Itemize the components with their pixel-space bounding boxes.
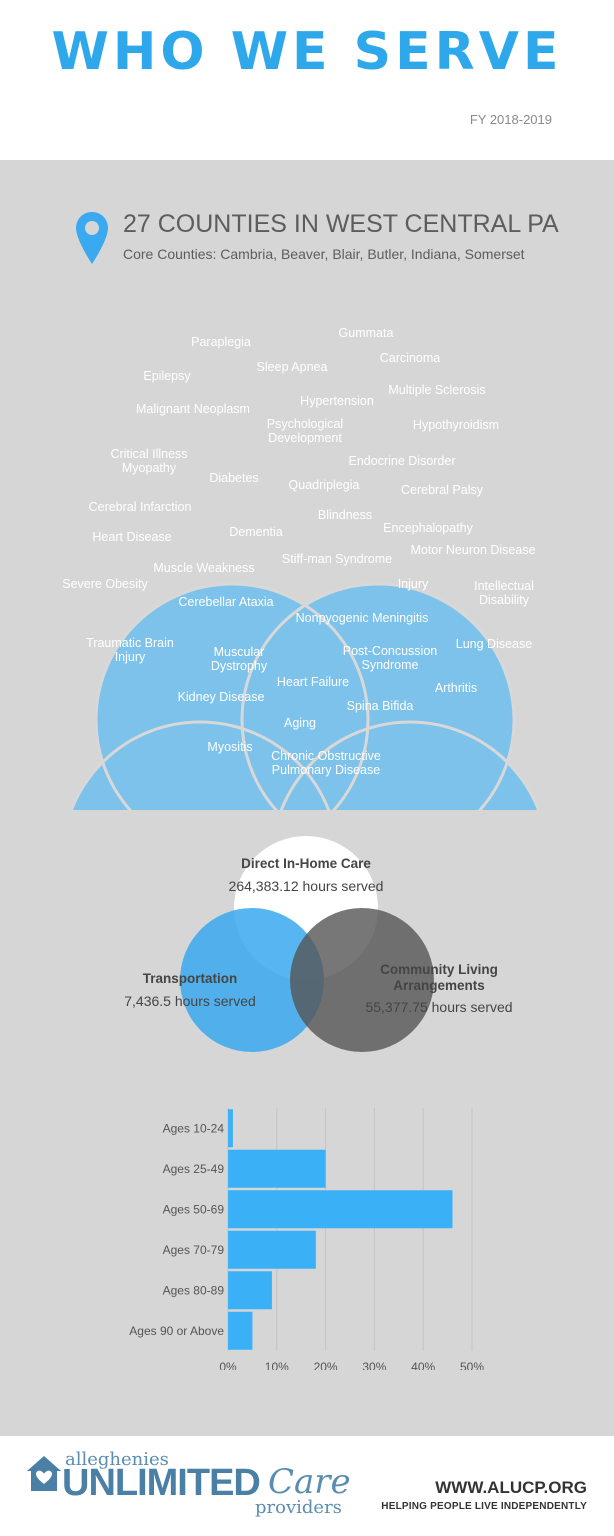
x-tick-label: 30%: [362, 1360, 386, 1370]
services-venn-circles: [180, 836, 434, 1052]
condition-label: Traumatic Brain Injury: [86, 636, 174, 664]
condition-label: Aging: [284, 716, 316, 730]
y-tick-label: Ages 90 or Above: [129, 1324, 224, 1338]
tagline: HELPING PEOPLE LIVE INDEPENDENTLY: [381, 1501, 587, 1512]
transportation-hours: 7,436.5 hours served: [124, 993, 256, 1009]
y-tick-label: Ages 25-49: [163, 1162, 225, 1176]
condition-label: Muscle Weakness: [153, 561, 255, 575]
x-tick-label: 10%: [265, 1360, 289, 1370]
x-tick-label: 40%: [411, 1360, 435, 1370]
header: [0, 0, 614, 160]
condition-label: Motor Neuron Disease: [410, 543, 536, 557]
condition-label: Diabetes: [209, 471, 259, 485]
condition-label: Muscular Dystrophy: [210, 645, 268, 673]
x-tick-label: 20%: [314, 1360, 338, 1370]
fiscal-year-label: FY 2018-2019: [469, 112, 552, 127]
condition-label: Critical Illness Myopathy: [110, 447, 188, 475]
bar: [228, 1149, 326, 1188]
condition-label: Endocrine Disorder: [348, 454, 456, 468]
x-tick-label: 0%: [219, 1360, 237, 1370]
condition-label: Nonpyogenic Meningitis: [295, 611, 429, 625]
condition-label: Malignant Neoplasm: [136, 402, 250, 416]
logo-text-alleghenies: alleghenies: [65, 1449, 169, 1470]
bar: [228, 1271, 272, 1310]
condition-label: Lung Disease: [455, 637, 533, 651]
y-tick-label: Ages 10-24: [163, 1121, 225, 1135]
website-link[interactable]: WWW.ALUCP.ORG: [435, 1478, 587, 1497]
condition-label: Intellectual Disability: [474, 579, 534, 607]
condition-label: Spina Bifida: [346, 699, 414, 713]
y-tick-label: Ages 50-69: [163, 1202, 225, 1216]
logo-text-care: Care: [268, 1462, 351, 1502]
condition-label: Carcinoma: [379, 351, 441, 365]
logo-text-providers: providers: [255, 1497, 342, 1518]
condition-label: Hypothyroidism: [412, 418, 500, 432]
transportation-name: Transportation: [142, 971, 238, 986]
condition-label: Blindness: [317, 508, 373, 522]
condition-label: Paraplegia: [191, 335, 251, 349]
location-pin-icon: [76, 212, 108, 264]
condition-label: Hypertension: [300, 394, 374, 408]
x-tick-label: 50%: [460, 1360, 484, 1370]
services-venn: [0, 830, 614, 1060]
footer: [0, 1436, 614, 1536]
condition-label: Heart Failure: [276, 675, 350, 689]
condition-label: Gummata: [338, 326, 394, 340]
direct-care-name: Direct In-Home Care: [241, 856, 371, 871]
bar: [228, 1311, 253, 1350]
counties-title: 27 COUNTIES IN WEST CENTRAL PA: [123, 210, 559, 238]
condition-label: Stiff-man Syndrome: [281, 552, 393, 566]
logo-text-unlimited: UNLIMITED: [62, 1462, 261, 1504]
house-heart-icon: [27, 1456, 61, 1491]
condition-label: Heart Disease: [92, 530, 172, 544]
condition-label: Myositis: [207, 740, 253, 754]
condition-label: Cerebral Infarction: [88, 500, 192, 514]
condition-label: Quadriplegia: [288, 478, 360, 492]
condition-label: Injury: [397, 577, 429, 591]
community-living-name: Community Living Arrangements: [380, 962, 498, 993]
condition-label: Epilepsy: [143, 369, 191, 383]
condition-label: Chronic Obstructive Pulmonary Disease: [271, 749, 381, 777]
condition-label: Severe Obesity: [62, 577, 148, 591]
condition-label: Multiple Sclerosis: [388, 383, 486, 397]
bar: [228, 1190, 453, 1229]
bar: [228, 1230, 316, 1269]
condition-label: Cerebral Palsy: [401, 483, 483, 497]
direct-care-hours: 264,383.12 hours served: [228, 878, 384, 894]
condition-label: Cerebellar Ataxia: [178, 595, 274, 609]
condition-label: Dementia: [229, 525, 283, 539]
bar: [228, 1109, 233, 1148]
condition-label: Arthritis: [434, 681, 478, 695]
condition-label: Post-Concussion Syndrome: [342, 644, 438, 672]
condition-label: Psychological Development: [266, 417, 344, 445]
y-tick-label: Ages 80-89: [163, 1283, 225, 1297]
condition-label: Kidney Disease: [177, 690, 265, 704]
transportation-circle: [180, 908, 324, 1052]
condition-label: Encephalopathy: [383, 521, 473, 535]
page-title: WHO WE SERVE: [51, 22, 563, 82]
counties-subtitle: Core Counties: Cambria, Beaver, Blair, B…: [123, 246, 525, 262]
community-living-hours: 55,377.75 hours served: [365, 999, 513, 1015]
community-living-circle: [290, 908, 434, 1052]
condition-label: Sleep Apnea: [256, 360, 328, 374]
y-tick-label: Ages 70-79: [163, 1243, 225, 1257]
